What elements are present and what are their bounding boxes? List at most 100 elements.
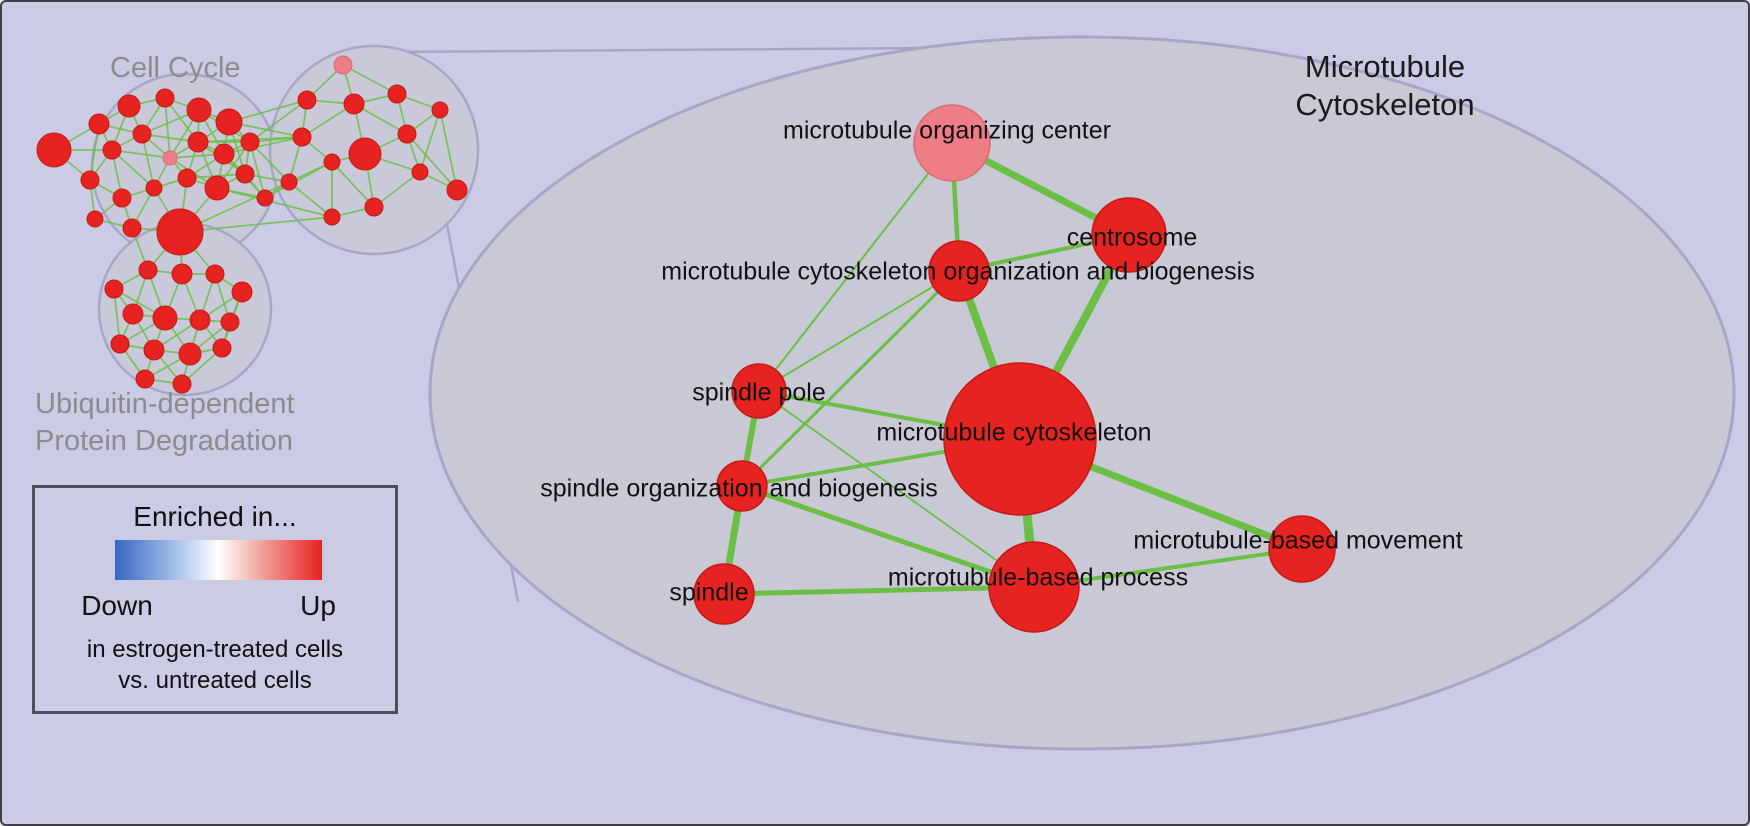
legend-title: Enriched in... [133,501,297,532]
detail-node-label-mbm: microtubule-based movement [1133,527,1462,555]
detail-node-mc [943,362,1097,516]
overview-edge [331,161,375,208]
overview-node-34 [323,208,341,226]
overview-node-26 [292,127,312,147]
detail-node-mbm [1268,515,1336,583]
overview-node-48 [212,338,232,358]
detail-edge-moc-spole [758,142,953,392]
detail-node-spole [731,363,787,419]
overview-node-14 [145,179,163,197]
overview-node-29 [397,124,417,144]
overview-edge [406,133,458,191]
overview-node-10 [213,143,235,165]
overview-node-43 [189,309,211,331]
overview-node-25 [387,84,407,104]
cluster-label-microtubule-line2: Cytoskeleton [1295,87,1475,122]
detail-ellipse [428,35,1736,751]
detail-node-mcob [928,240,990,302]
cluster-label-cell-cycle: Cell Cycle [110,52,241,84]
detail-node-label-spole: spindle pole [692,379,825,407]
overview-node-22 [333,55,353,75]
overview-edge [373,171,421,208]
detail-edge-spole-mbp [758,390,1035,588]
overview-node-17 [235,164,255,184]
overview-node-4 [186,97,212,123]
overview-node-8 [162,150,178,166]
overview-node-47 [178,342,202,366]
overview-edge [216,187,333,218]
overview-node-21 [156,208,204,256]
overview-node-13 [112,188,132,208]
overview-node-28 [348,137,382,171]
overview-edge [439,109,458,191]
overview-edge [111,149,171,159]
overview-node-18 [86,210,104,228]
overview-edge [249,99,308,143]
overview-node-50 [172,374,192,394]
overview-node-19 [122,218,142,238]
cluster-label-ubiquitin-line1: Ubiquitin-dependent [35,388,295,420]
overview-node-37 [138,260,158,280]
legend-up-label: Up [300,590,336,621]
detail-node-label-moc: microtubule organizing center [783,117,1111,145]
overview-node-45 [110,334,130,354]
overview-node-11 [240,132,260,152]
overview-node-36 [104,279,124,299]
overview-edge [419,109,441,173]
overview-edge [223,136,303,155]
overview-node-6 [102,140,122,160]
detail-node-label-cen: centrosome [1067,224,1198,252]
overview-edge [264,161,333,199]
overview-edge [342,64,398,95]
detail-edge-mcob-spole [758,270,960,392]
zoom-connector-line [386,46,923,54]
detail-node-cen [1091,197,1167,273]
overview-node-42 [152,305,178,331]
detail-node-label-spin: spindle [669,579,748,607]
overview-node-41 [122,303,144,325]
detail-edge-spin-mbp [721,584,1037,597]
overview-node-2 [117,94,141,118]
detail-node-label-mcob: microtubule cytoskeleton organization an… [661,258,1254,286]
overview-node-3 [155,88,175,108]
detail-node-label-sorg: spindle organization and biogenesis [540,475,938,503]
legend-down-label: Down [81,590,153,621]
detail-node-sorg [716,460,768,512]
overview-node-1 [88,113,110,135]
overview-node-27 [323,153,341,171]
detail-node-label-mc: microtubule cytoskeleton [876,419,1151,447]
overview-node-49 [135,369,155,389]
overview-node-16 [204,175,230,201]
detail-edge-sorg-mbp [739,483,1037,590]
overview-node-24 [343,93,365,115]
overview-node-35 [280,173,298,191]
cluster-label-ubiquitin: Ubiquitin-dependent Protein Degradation [35,386,295,460]
overview-node-20 [256,189,274,207]
overview-node-46 [143,339,165,361]
cluster-label-ubiquitin-line2: Protein Degradation [35,425,293,457]
overview-node-12 [80,170,100,190]
overview-node-44 [220,312,240,332]
legend-caption-line1: in estrogen-treated cells [86,636,344,663]
overview-node-33 [364,197,384,217]
overview-node-0 [36,132,72,168]
detail-node-spin [693,563,755,625]
legend-box: Enriched in... Down Up in estrogen-treat… [32,485,398,714]
overview-node-23 [297,90,317,110]
detail-node-mbp [988,541,1080,633]
overview-node-7 [132,124,152,144]
detail-node-moc [913,104,991,182]
cluster-label-microtubule-cytoskeleton: Microtubule Cytoskeleton [1285,48,1485,124]
overview-node-32 [411,163,429,181]
overview-node-5 [215,108,243,136]
overview-node-15 [177,168,197,188]
detail-edge-mcob-sorg [740,269,961,488]
legend-caption-line2: vs. untreated cells [118,667,312,694]
overview-edge [288,181,333,218]
cluster-label-microtubule-line1: Microtubule [1304,49,1466,84]
overview-edge [228,99,308,123]
overview-node-38 [171,263,193,285]
detail-node-label-mbp: microtubule-based process [888,564,1188,592]
